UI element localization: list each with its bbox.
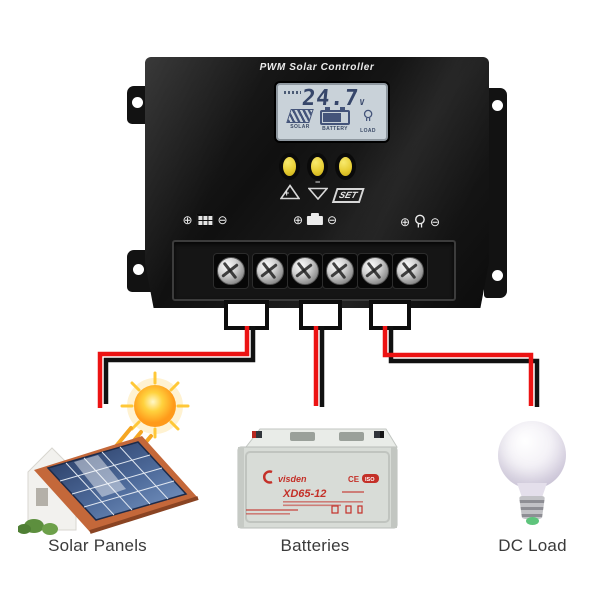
pwm-charge-controller: PWM Solar Controller 24.7V SOLAR BATTERY [145,57,489,308]
set-button-bezel [335,153,356,180]
terminal-block [172,240,456,301]
minus-circle-icon: ⊖ [430,214,441,229]
set-button [339,157,352,176]
bulb-icon [415,214,425,228]
positive-mark [252,431,256,438]
mounting-hole [492,270,503,281]
battery-brand-logo [262,470,273,484]
lcd-battery-indicator: BATTERY [320,107,350,132]
solar-wire-positive [97,326,250,408]
solar-panel-icon [196,214,214,226]
plus-symbol: + [284,188,290,198]
mounting-hole [132,97,143,108]
down-triangle-icon [307,187,329,201]
terminal-screw [361,257,389,285]
led-bulb-globe [498,421,566,489]
minus-symbol: − [315,177,321,187]
battery-terminal-negative [374,431,384,438]
batteries-caption: Batteries [280,536,350,555]
load-terminal-labels: ⊕ ⊖ [400,214,440,229]
battery-edge [391,447,397,528]
battery-frame [245,451,390,523]
battery-iso-badge [362,474,379,483]
up-button-bezel [279,153,300,180]
lcd-battery-fill [323,113,342,122]
lcd-load-label: LOAD [360,128,376,134]
battery-terminal-labels: ⊕ ⊖ [292,212,338,227]
negative-mark [380,431,384,438]
minus-circle-icon: ⊖ [217,213,228,227]
dc-load-caption: DC Load [498,536,567,555]
load-connector-box [369,300,411,330]
battery-model: XD65-12 [282,488,326,500]
lcd-mode-indicator [284,91,301,94]
battery-icon [307,212,323,225]
solar-terminal-labels: ⊕ ⊖ [182,213,228,227]
sun-icon [134,385,176,427]
terminal-screw [217,257,245,285]
up-triangle-icon [279,184,301,200]
roof-eave [89,496,199,534]
battery-edge [238,447,244,528]
solar-panels-caption: Solar Panels [48,536,147,555]
battery-iso-mark: ISO [365,477,375,483]
plus-circle-icon: ⊕ [399,214,410,229]
up-button [283,157,296,176]
battery-fine-print [246,491,364,515]
panel-grid-lines [59,446,175,516]
minus-circle-icon: ⊖ [327,213,338,227]
led-bulb-neck [517,483,547,497]
battery-bottom-icons [331,505,363,514]
terminal-screw [291,257,319,285]
battery-handle [339,432,364,441]
controller-title: PWM Solar Controller [259,62,375,73]
terminal-screw [396,257,424,285]
down-button-bezel [307,153,328,180]
plus-circle-icon: ⊕ [292,213,303,227]
mounting-flange-right [484,88,507,298]
up-symbol: + [279,184,301,205]
solar-connector-box [224,300,269,330]
panel-reflection [74,455,126,497]
lcd-load-indicator: LOAD [360,109,376,134]
battery-ce-mark: CE [348,475,360,484]
battery-terminal-positive [252,431,262,438]
lcd-battery-label: BATTERY [322,126,348,132]
bush [18,524,31,534]
sun-rays [120,371,190,439]
terminal-screw [256,257,284,285]
battery-brand: visden [278,474,307,484]
mounting-hole [492,100,503,111]
terminal-screw-socket [213,253,249,289]
down-button [311,157,324,176]
house-window [36,488,48,506]
plus-circle-icon: ⊕ [182,213,193,227]
load-wire-positive [382,326,534,406]
battery-illustration: visden CE ISO XD65-12 [237,428,398,529]
terminal-screw-socket [287,253,323,289]
down-symbol: − [307,177,329,205]
load-wire-negative [388,326,540,407]
bush [42,523,58,535]
led-bulb-screw-base [519,496,545,519]
solar-wire-negative [103,326,256,404]
lcd-solar-indicator: SOLAR [286,109,314,130]
lcd-solar-label: SOLAR [290,124,310,130]
mounting-hole [133,264,144,275]
terminal-screw-socket [392,253,428,289]
terminal-screw-socket [322,253,358,289]
terminal-screw [326,257,354,285]
solar-panels-illustration [18,371,199,535]
battery-connector-box [299,300,342,330]
lcd-load-icon [363,109,373,121]
lcd-battery-icon [320,107,350,125]
lcd-screen: 24.7V SOLAR BATTERY LOAD [276,83,388,141]
led-bulb-contact-tip [526,517,539,525]
battery-handle [290,432,315,441]
